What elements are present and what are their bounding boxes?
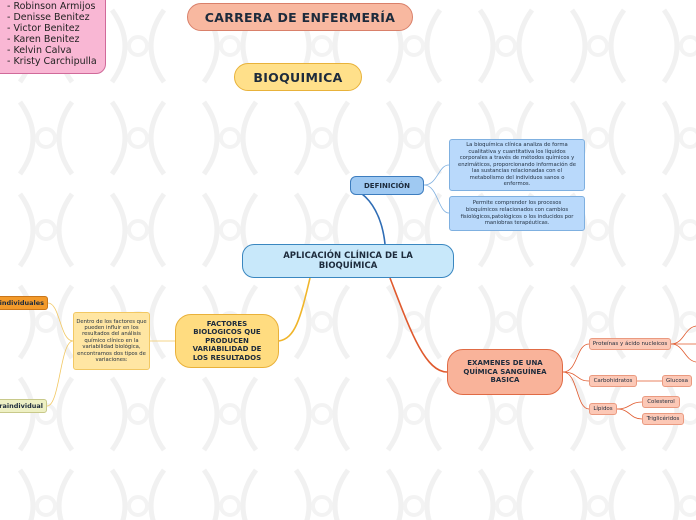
intraindividual-node[interactable]: Intraindividual [0, 399, 47, 413]
colesterol-node[interactable]: Colesterol [642, 396, 680, 408]
author-1: - Robinson Armijos [7, 1, 105, 12]
link-lip-col [617, 402, 642, 409]
subject-node[interactable]: BIOQUIMICA [234, 63, 362, 91]
link-def-2 [424, 185, 449, 213]
link-prot-out3 [671, 344, 696, 362]
glucosa-node[interactable]: Glucosa [662, 375, 692, 387]
definicion-text-2[interactable]: Permite comprender los procesos bioquími… [449, 196, 585, 231]
carbohidratos-node[interactable]: Carbohidratos [589, 375, 637, 387]
link-exam-prot [563, 344, 589, 372]
intraindividuales-node[interactable]: Intraindividuales [0, 296, 48, 310]
link-center-definicion [362, 194, 385, 244]
author-5: - Kelvin Calva [7, 45, 105, 56]
link-dentro-inter [47, 341, 73, 406]
link-center-examenes [390, 278, 447, 372]
definicion-text-1[interactable]: La bioquímica clínica analiza de forma c… [449, 139, 585, 191]
trigliceridos-node[interactable]: Triglicéridos [642, 413, 684, 425]
title-node[interactable]: CARRERA DE ENFERMERÍA [187, 3, 413, 31]
link-def-1 [424, 165, 449, 185]
author-2: - Denisse Benitez [7, 12, 105, 23]
link-lip-tri [617, 409, 642, 419]
factores-description[interactable]: Dentro de los factores que pueden influi… [73, 312, 150, 370]
author-6: - Kristy Carchipulla [7, 56, 105, 67]
link-exam-lip [563, 372, 589, 409]
proteinas-node[interactable]: Proteínas y ácido nucleicos [589, 338, 671, 350]
factores-node[interactable]: FACTORES BIOLOGICOS QUE PRODUCEN VARIABI… [175, 314, 279, 368]
definicion-node[interactable]: DEFINICIÓN [350, 176, 424, 195]
examenes-node[interactable]: EXAMENES DE UNA QUÍMICA SANGUÍNEA BASICA [447, 349, 563, 395]
link-center-factores [279, 278, 310, 341]
authors-note[interactable]: - Robinson Armijos - Denisse Benitez - V… [0, 0, 106, 74]
link-prot-out1 [671, 326, 696, 344]
central-topic-node[interactable]: APLICACIÓN CLÍNICA DE LA BIOQUÍMICA [242, 244, 454, 278]
link-dentro-intra [48, 303, 73, 341]
lipidos-node[interactable]: Lípidos [589, 403, 617, 415]
author-3: - Victor Benitez [7, 23, 105, 34]
author-4: - Karen Benitez [7, 34, 105, 45]
